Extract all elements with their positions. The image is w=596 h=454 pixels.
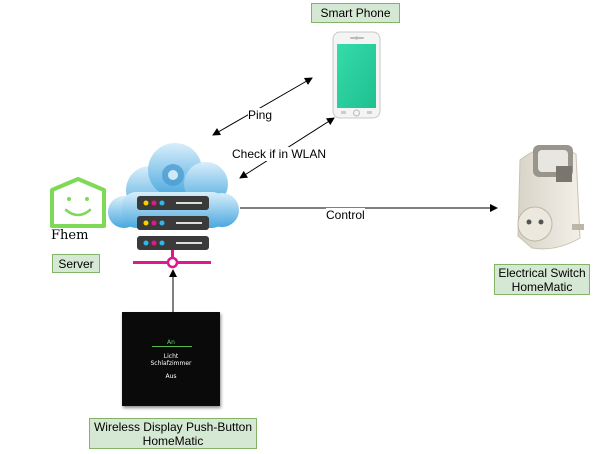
server-label-text: Server: [58, 256, 94, 271]
smartphone-label-text: Smart Phone: [320, 6, 391, 20]
display-divider: [152, 346, 192, 347]
fhem-house-icon: [50, 177, 106, 228]
electrical-switch-label: Electrical Switch HomeMatic: [494, 264, 590, 295]
pushbutton-label-line1: Wireless Display Push-Button: [93, 419, 253, 434]
pushbutton-label-line2: HomeMatic: [142, 433, 204, 448]
smartphone-label: Smart Phone: [311, 3, 400, 23]
electrical-switch-label-line1: Electrical Switch: [498, 265, 586, 280]
pushbutton-label: Wireless Display Push-Button HomeMatic: [89, 418, 257, 449]
electrical-switch-label-line2: HomeMatic: [511, 279, 573, 294]
edge-label-control: Control: [326, 208, 365, 222]
edge-ping: [212, 77, 313, 136]
cloud-server-icon: [108, 143, 239, 269]
display-line-room: Schlafzimmer: [150, 360, 192, 367]
wireless-pushbutton-device: An Licht Schlafzimmer Aus: [122, 312, 220, 406]
edge-label-check-wlan: Check if in WLAN: [232, 147, 327, 161]
display-line-licht: Licht: [163, 353, 179, 360]
smartphone-icon: [332, 31, 381, 119]
edge-label-ping: Ping: [248, 108, 273, 122]
server-label: Server: [52, 254, 100, 273]
display-line-an: An: [167, 339, 175, 346]
display-line-aus: Aus: [165, 373, 177, 380]
fhem-logo-text: Fhem: [51, 228, 89, 243]
electrical-switch-icon: [517, 145, 584, 250]
